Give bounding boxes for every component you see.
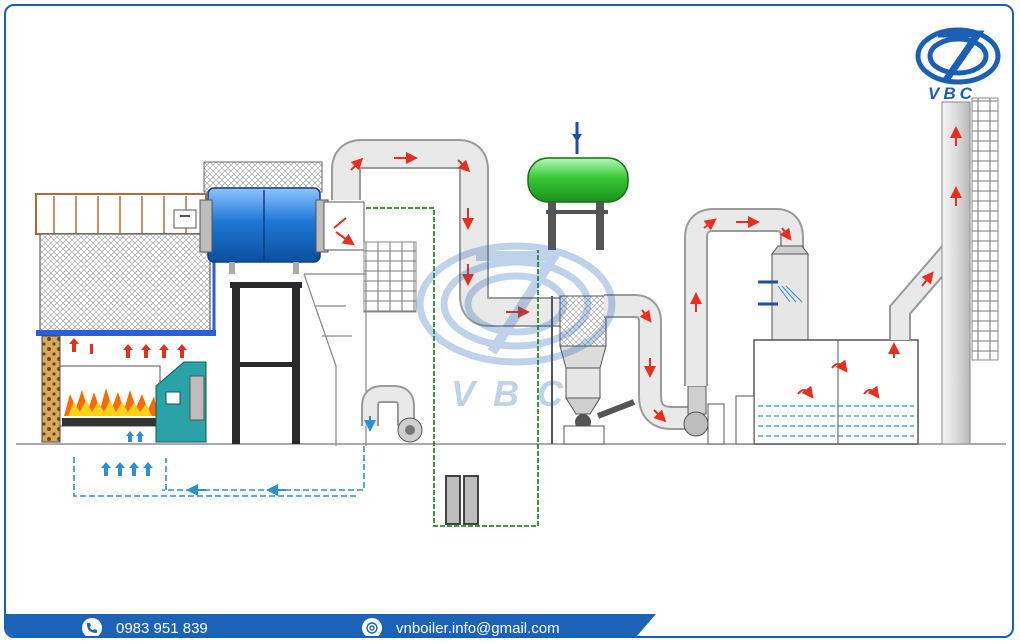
footer-phone[interactable]: 0983 951 839	[82, 618, 208, 637]
scrubber-tower	[771, 253, 809, 341]
feed-pump-1	[445, 475, 461, 525]
stack-ladder	[971, 97, 999, 361]
boiler-process-diagram: VBC	[16, 97, 1006, 527]
furnace-structure	[35, 193, 216, 443]
watermark-text: VBC	[451, 373, 581, 414]
diagram-frame: VBC VBC 0983 951 839 vnboiler.info@gmail…	[4, 4, 1014, 638]
vbc-watermark: VBC	[416, 242, 616, 414]
vbc-logo-icon	[915, 27, 1001, 85]
header-pipe	[36, 330, 216, 336]
flue-duct-main	[331, 139, 566, 327]
fire-flames	[64, 388, 158, 416]
grate	[62, 418, 158, 426]
phone-number: 0983 951 839	[116, 619, 208, 637]
wet-scrubber	[735, 245, 919, 445]
air-supply-line	[73, 385, 423, 497]
support-column-left	[232, 282, 240, 444]
feed-water-line	[366, 207, 539, 527]
deaerator-tank	[527, 122, 629, 250]
flue-duct-to-scrubber	[604, 294, 696, 430]
access-stairs	[303, 273, 367, 446]
multicyclone-separator	[551, 295, 636, 445]
email-icon	[362, 618, 382, 636]
combustion-chamber	[59, 365, 161, 427]
water-tank	[753, 339, 919, 445]
feed-pump-2	[463, 475, 479, 525]
email-address: vnboiler.info@gmail.com	[396, 619, 560, 637]
footer-email[interactable]: vnboiler.info@gmail.com	[362, 618, 560, 637]
phone-icon	[82, 618, 102, 636]
induced-draft-fan	[683, 208, 804, 445]
logo-text: VBC	[928, 84, 976, 103]
flue-arrows-furnace	[69, 338, 187, 358]
support-column-right	[292, 282, 300, 444]
heat-exchanger-tubes	[39, 233, 211, 333]
boiler-drum-assembly	[173, 161, 417, 446]
refractory-wall	[41, 335, 61, 443]
footer-band	[6, 614, 656, 636]
chimney-stack	[889, 97, 999, 445]
